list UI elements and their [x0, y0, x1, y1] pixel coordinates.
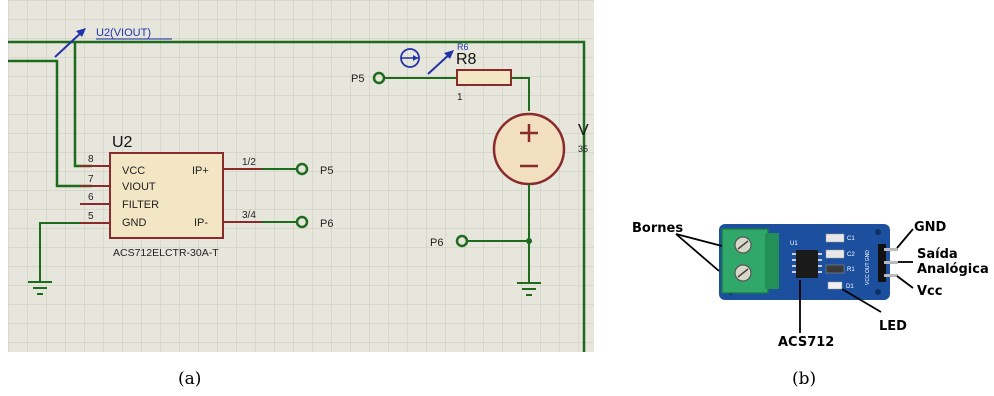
header-pins [878, 244, 898, 282]
ip-minus-port-label: P6 [320, 218, 333, 230]
label-acs712: ACS712 [778, 335, 834, 350]
pin-label-gnd: GND [122, 217, 147, 229]
ic-body [109, 152, 224, 239]
p5-port: P5 [351, 71, 457, 85]
header-base [878, 244, 886, 282]
label-vcc: Vcc [917, 284, 942, 299]
capacitor-c2 [825, 249, 845, 259]
ammeter-label: R6 [457, 42, 469, 52]
silk-u1: U1 [790, 241, 798, 247]
left-ground [28, 222, 80, 295]
callout-lines [675, 228, 914, 333]
label-led: LED [879, 319, 907, 334]
schematic-grid [8, 0, 594, 352]
resistor-body [456, 69, 512, 86]
resistor-value: 1 [457, 92, 463, 103]
pin-num-7: 7 [88, 174, 94, 185]
acs712-chip: U1 [790, 241, 822, 278]
ip-minus-port: P6 [262, 215, 333, 230]
pin-label-viout: VIOUT [122, 181, 156, 193]
resistor-r8: R8 1 [456, 51, 530, 111]
label-bornes: Bornes [632, 221, 683, 236]
caption-b: (b) [792, 369, 817, 389]
voltage-source: V 35 [492, 112, 589, 283]
chip-body [796, 250, 818, 278]
label-saida-2: Analógica [917, 262, 989, 277]
silk-r1: R1 [847, 267, 855, 273]
silk-c1: C1 [847, 236, 855, 242]
silk-c2: C2 [847, 252, 855, 258]
pin-num-6: 6 [88, 192, 94, 203]
pin-num-12: 1/2 [242, 157, 256, 168]
voltage-probe: U2(VIOUT) [54, 27, 172, 58]
probe-label: U2(VIOUT) [96, 27, 151, 39]
p6-port: P6 [430, 234, 529, 249]
pin-num-8: 8 [88, 154, 94, 165]
pin-label-ipminus: IP- [194, 217, 208, 229]
terminal-side [765, 233, 779, 289]
module-photo: U1 C1 C2 R1 D1 VCC OUT GND [632, 220, 989, 350]
capacitor-c1 [825, 233, 845, 243]
probe-arrow [54, 29, 85, 58]
resistor-name: R8 [456, 51, 477, 68]
probe-arrowhead [76, 28, 86, 37]
ic-name: U2 [112, 134, 133, 151]
label-gnd: GND [914, 220, 947, 235]
pin-label-ipplus: IP+ [192, 165, 209, 177]
caption-a: (a) [178, 369, 202, 389]
p5-port-label: P5 [351, 73, 364, 85]
ip-plus-port-label: P5 [320, 165, 333, 177]
led-d1 [827, 281, 843, 290]
source-name: V [578, 122, 589, 139]
smd-components: C1 C2 R1 D1 VCC OUT GND [825, 233, 871, 290]
pin-label-vcc: VCC [122, 165, 145, 177]
silk-pins: VCC OUT GND [865, 250, 871, 285]
ip-plus-port: P5 [262, 162, 333, 177]
ic-part-number: ACS712ELCTR-30A-T [113, 247, 219, 259]
pin-label-filter: FILTER [122, 199, 159, 211]
pin-num-5: 5 [88, 211, 94, 222]
terminal-block [721, 228, 779, 294]
resistor-r1 [825, 264, 845, 274]
ammeter-probe: R6 [400, 42, 469, 75]
pin-num-34: 3/4 [242, 210, 256, 221]
right-ground [517, 282, 541, 296]
ic-u2: U2 8 7 6 5 1/2 3/4 VCC VIOUT [80, 134, 262, 259]
silk-d1: D1 [846, 284, 854, 290]
source-value: 35 [578, 144, 588, 154]
schematic-panel: U2(VIOUT) U2 8 7 6 5 1/2 3/4 [8, 0, 594, 352]
label-saida-1: Saída [917, 247, 958, 262]
p6-port-label: P6 [430, 237, 443, 249]
ammeter-circle [400, 48, 420, 68]
